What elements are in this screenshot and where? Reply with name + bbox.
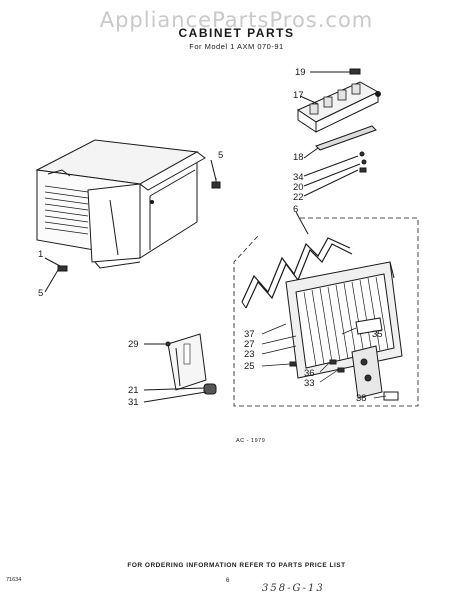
callout-38: 38 xyxy=(356,393,367,404)
control-panel-assembly xyxy=(296,68,381,197)
callout-23: 23 xyxy=(244,349,255,360)
grille-panel xyxy=(285,261,403,379)
callout-37: 37 xyxy=(244,329,255,340)
page-number: 6 xyxy=(226,578,230,584)
cabinet-shell xyxy=(35,139,206,269)
callout-1: 1 xyxy=(38,249,43,260)
callout-5-bottom: 5 xyxy=(38,288,43,299)
callout-18: 18 xyxy=(293,152,304,163)
callout-5-top: 5 xyxy=(218,150,223,161)
side-bracket-part-29 xyxy=(144,333,207,391)
callout-19: 19 xyxy=(295,67,306,78)
callout-6: 6 xyxy=(293,204,298,215)
ordering-note: FOR ORDERING INFORMATION REFER TO PARTS … xyxy=(127,562,346,569)
clip-part-25 xyxy=(289,361,297,367)
callout-31: 31 xyxy=(128,397,139,408)
screw-part-1 xyxy=(44,257,68,293)
callout-17: 17 xyxy=(293,90,304,101)
diagram-title: CABINET PARTS xyxy=(178,26,295,40)
callout-29: 29 xyxy=(128,339,139,350)
knob-part-31 xyxy=(143,383,217,403)
document-code: 71634 xyxy=(6,577,22,583)
callout-22: 22 xyxy=(293,192,304,203)
clip-part-33 xyxy=(337,367,345,373)
screw-part-5-top xyxy=(210,159,221,189)
callout-33: 33 xyxy=(304,378,315,389)
callout-25: 25 xyxy=(244,361,255,372)
diagram-subtitle: For Model 1 AXM 070-91 xyxy=(189,42,284,51)
group-6-outline xyxy=(233,217,419,407)
callout-21: 21 xyxy=(128,385,139,396)
cabinet-louvers xyxy=(44,185,89,235)
watermark-text: AppliancePartsPros.com xyxy=(99,8,374,32)
callout-20: 20 xyxy=(293,182,304,193)
handwritten-note: 358-G-13 xyxy=(262,583,325,594)
callout-35: 35 xyxy=(372,329,383,340)
figure-code: AC - 1979 xyxy=(236,438,266,444)
callout-34: 34 xyxy=(293,172,304,183)
callout-27: 27 xyxy=(244,339,255,350)
clip-part-36 xyxy=(329,359,337,365)
callout-36: 36 xyxy=(304,368,315,379)
